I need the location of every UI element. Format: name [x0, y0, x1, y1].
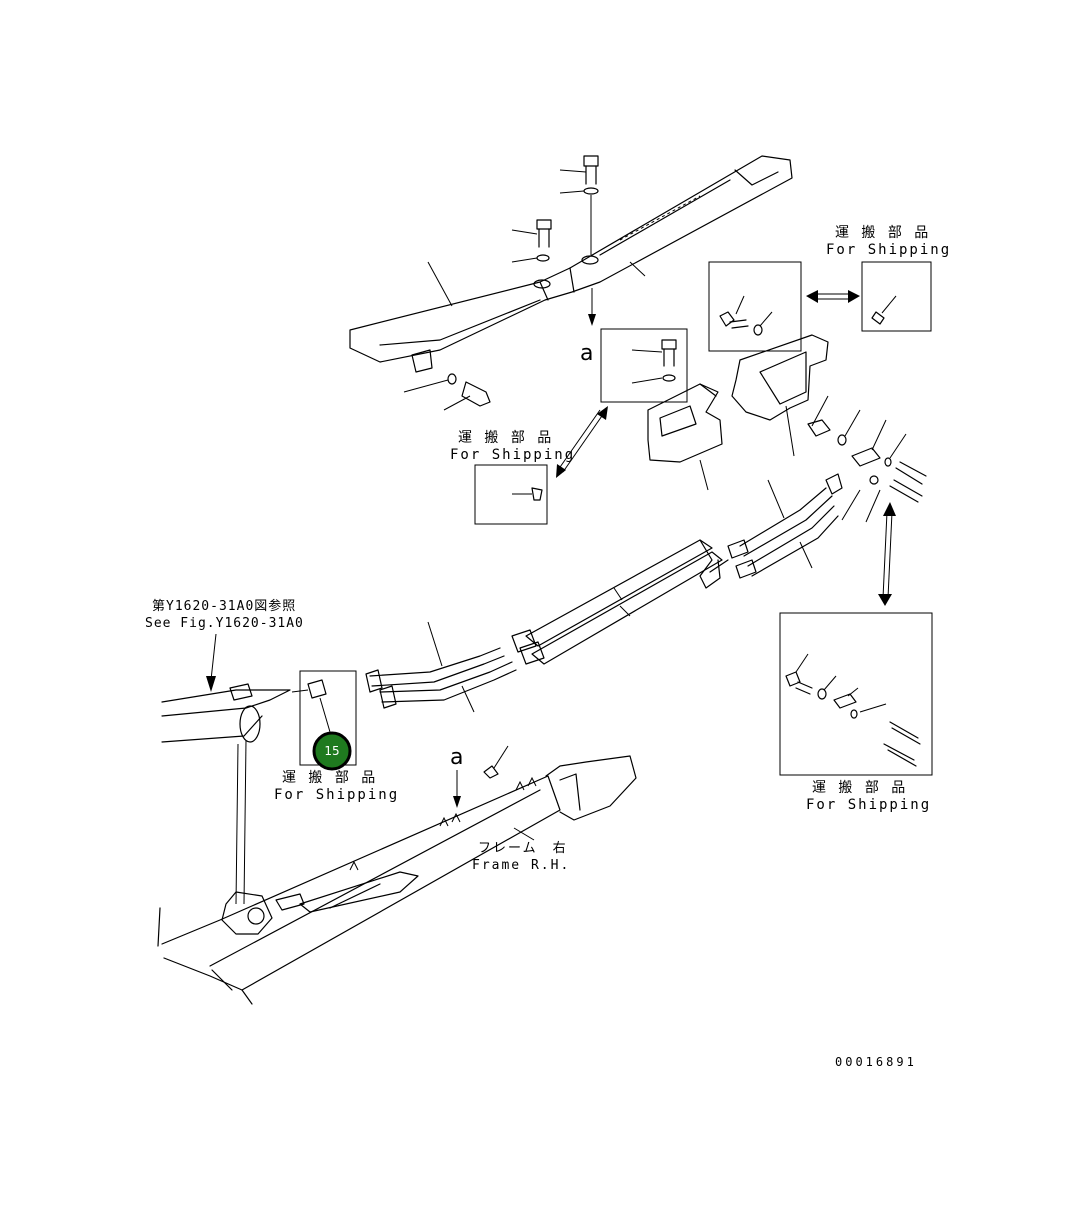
- callout-15[interactable]: 15: [312, 731, 352, 771]
- bolt-icon: [719, 295, 773, 336]
- drawing-number: 00016891: [835, 1055, 917, 1069]
- callout-number: 15: [324, 744, 339, 758]
- double-arrow-icon: [806, 290, 860, 303]
- shipping-label-jp-1: 運 搬 部 品: [458, 430, 553, 446]
- see-figure-label-en: See Fig.Y1620-31A0: [145, 616, 304, 631]
- plug-icon: [291, 679, 331, 733]
- shipping-box-2: [861, 261, 932, 332]
- cap-icon: [871, 295, 897, 325]
- shipping-box-1: [474, 464, 548, 525]
- frame-label-en: Frame R.H.: [472, 858, 570, 873]
- view-a-label-top: a: [580, 341, 593, 366]
- bolt-kit-box: [708, 261, 802, 352]
- support-bracket: [731, 334, 829, 457]
- detail-a-box: [600, 328, 688, 403]
- bolt-icon: [511, 219, 552, 263]
- shipping-label-en-1: For Shipping: [450, 447, 575, 463]
- clamp-bracket: [647, 383, 723, 491]
- callout-circle[interactable]: [312, 731, 352, 771]
- left-arm-cylinder: [161, 683, 291, 905]
- arrow-down-icon: [453, 770, 461, 808]
- cap-icon: [512, 487, 543, 501]
- frame-label-jp: フレーム 右: [478, 841, 568, 856]
- view-a-label-frame: a: [450, 745, 463, 770]
- bolt-icon: [631, 339, 677, 384]
- bolt-icon: [559, 155, 599, 255]
- fitting-kit: [785, 653, 921, 767]
- shipping-label-jp-3: 運 搬 部 品: [812, 780, 907, 796]
- bolt-icon: [403, 373, 491, 411]
- shipping-label-jp-2: 運 搬 部 品: [835, 225, 930, 241]
- double-arrow-icon: [556, 406, 608, 478]
- hydraulic-hoses: [365, 473, 843, 713]
- upper-beam-assembly: [349, 155, 793, 373]
- shipping-label-jp-4: 運 搬 部 品: [282, 770, 377, 786]
- arrow-down-icon: [206, 633, 217, 692]
- shipping-label-en-4: For Shipping: [274, 787, 399, 803]
- shipping-label-en-3: For Shipping: [806, 797, 931, 813]
- fitting-group: [807, 395, 927, 523]
- double-arrow-icon: [878, 502, 896, 606]
- frame-right-hand: [157, 745, 637, 1005]
- shipping-label-en-2: For Shipping: [826, 242, 951, 258]
- see-figure-label-jp: 第Y1620-31A0図参照: [152, 598, 296, 614]
- shipping-box-3: [779, 612, 933, 776]
- arrow-down-icon: [588, 288, 596, 326]
